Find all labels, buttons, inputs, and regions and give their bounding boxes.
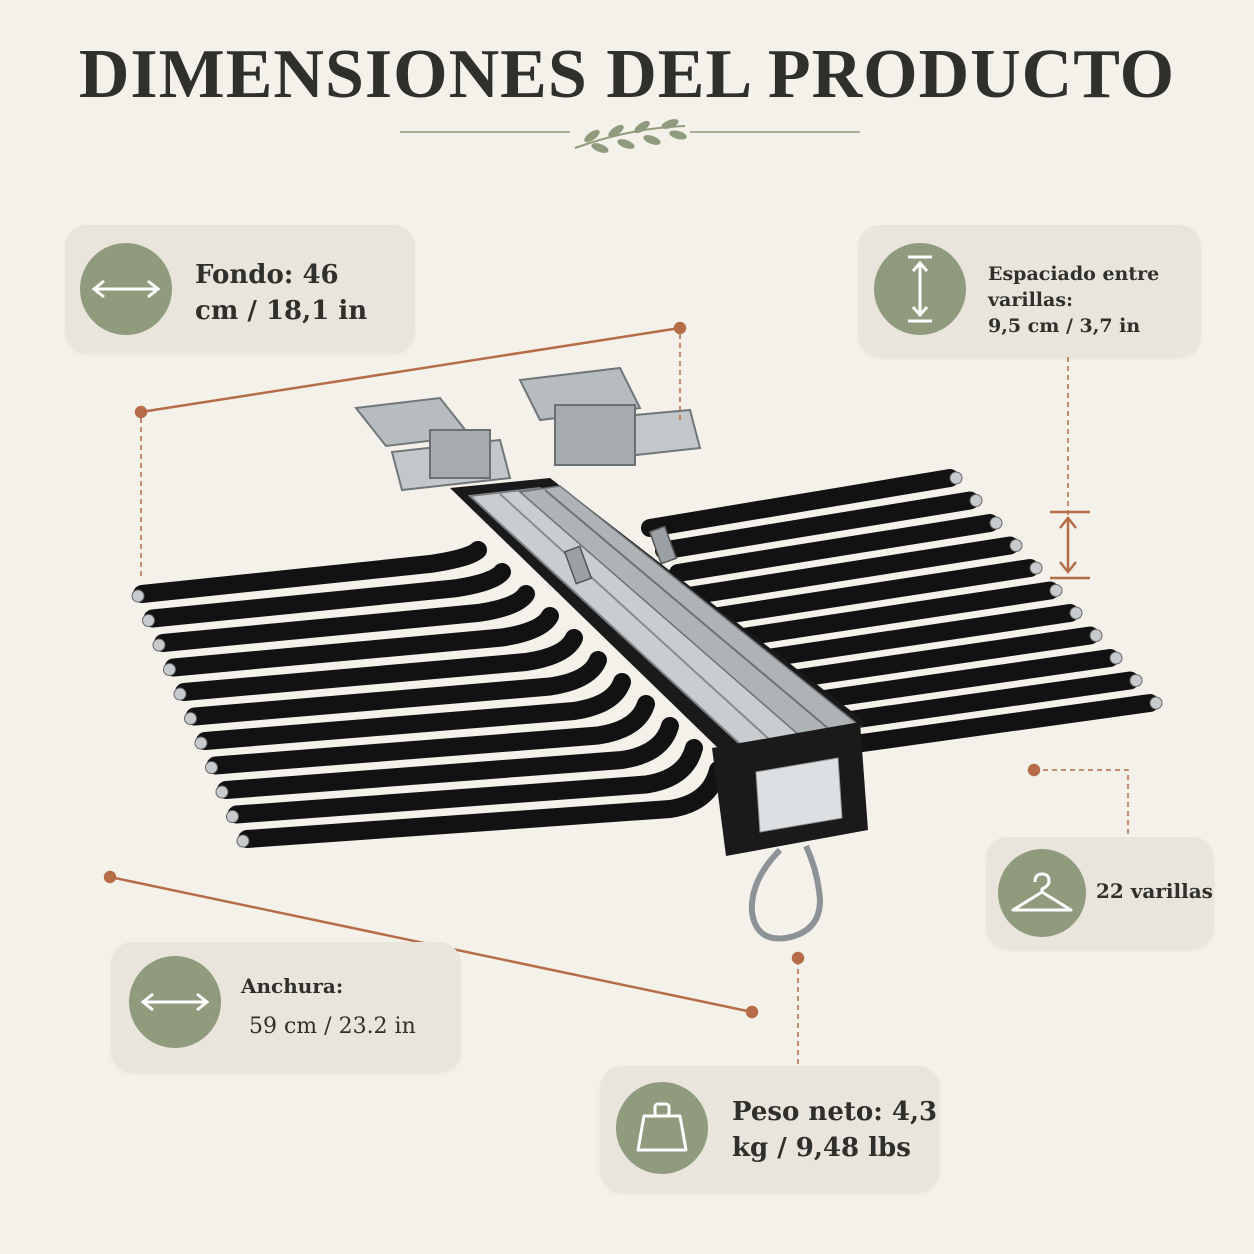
right-rod bbox=[683, 536, 1019, 605]
right-rod-cap bbox=[1149, 696, 1163, 710]
left-rod bbox=[196, 673, 631, 750]
depth-line1: Fondo: 46 bbox=[195, 260, 339, 290]
page-title: DIMENSIONES DEL PRODUCTO bbox=[78, 36, 1176, 113]
right-rods bbox=[641, 469, 1163, 762]
right-rod-cap bbox=[969, 494, 983, 507]
left-rod-cap bbox=[236, 834, 250, 848]
left-rods bbox=[131, 541, 727, 848]
right-rod-cap bbox=[1009, 539, 1023, 552]
left-rod bbox=[217, 717, 679, 799]
left-rod-cap bbox=[142, 614, 155, 627]
right-rod bbox=[697, 559, 1039, 627]
weight-icon-circle bbox=[616, 1082, 708, 1174]
hanger-icon bbox=[1011, 872, 1073, 912]
left-rod bbox=[143, 563, 511, 628]
right-rod bbox=[669, 514, 999, 582]
left-rod bbox=[206, 695, 655, 775]
main-rail bbox=[450, 478, 868, 750]
horizontal-arrow-icon bbox=[91, 279, 161, 299]
leaf-divider-ornament bbox=[400, 119, 860, 153]
width-line1: Anchura: bbox=[241, 974, 344, 998]
left-rod bbox=[154, 585, 535, 652]
vertical-arrow-icon bbox=[908, 255, 932, 323]
weight-line1: Peso neto: 4,3 bbox=[732, 1097, 938, 1127]
spacing-icon-circle bbox=[874, 243, 966, 335]
left-rod-cap bbox=[173, 687, 187, 701]
right-rod-cap bbox=[1089, 629, 1103, 642]
weight-card: Peso neto: 4,3 kg / 9,48 lbs bbox=[600, 1066, 940, 1192]
end-cap bbox=[712, 722, 868, 942]
right-rod-cap bbox=[1029, 561, 1043, 575]
rods-icon-circle bbox=[998, 849, 1086, 937]
left-rod-cap bbox=[184, 712, 197, 725]
left-rod-cap bbox=[194, 736, 208, 750]
width-card: Anchura: 59 cm / 23.2 in bbox=[111, 942, 461, 1072]
spacing-line2: 9,5 cm / 3,7 in bbox=[988, 315, 1141, 337]
left-rod-cap bbox=[205, 761, 218, 774]
right-rod bbox=[753, 649, 1119, 717]
depth-card: Fondo: 46 cm / 18,1 in bbox=[65, 225, 415, 353]
left-rod bbox=[133, 541, 487, 603]
left-rod bbox=[238, 761, 727, 848]
left-rod bbox=[227, 739, 703, 824]
right-rod-cap bbox=[1129, 674, 1143, 687]
right-rod bbox=[711, 581, 1059, 650]
right-rod bbox=[767, 671, 1139, 740]
left-rod bbox=[164, 607, 559, 677]
width-line2: 59 cm / 23.2 in bbox=[249, 1014, 416, 1039]
depth-icon-circle bbox=[80, 243, 172, 335]
right-rod-cap bbox=[989, 516, 1003, 530]
right-rod bbox=[725, 604, 1079, 672]
right-rod-cap bbox=[1109, 651, 1123, 665]
right-rod bbox=[739, 626, 1099, 695]
horizontal-arrow-icon bbox=[140, 992, 210, 1012]
right-rod bbox=[641, 469, 959, 537]
left-rod-cap bbox=[226, 810, 239, 823]
left-rod bbox=[175, 629, 583, 701]
spacing-line1: Espaciado entre varillas: bbox=[988, 263, 1160, 311]
right-rod bbox=[781, 694, 1159, 762]
right-rod-cap bbox=[949, 471, 963, 485]
left-rod-cap bbox=[215, 785, 229, 799]
left-rod bbox=[185, 651, 607, 726]
spacing-card: Espaciado entre varillas: 9,5 cm / 3,7 i… bbox=[858, 225, 1201, 357]
right-rod-cap bbox=[1069, 606, 1083, 620]
mounting-brackets bbox=[354, 366, 702, 492]
right-rod bbox=[655, 491, 979, 560]
depth-line2: cm / 18,1 in bbox=[195, 296, 368, 326]
left-rod-cap bbox=[131, 589, 145, 603]
left-rod-cap bbox=[163, 663, 176, 676]
weight-line2: kg / 9,48 lbs bbox=[732, 1133, 911, 1163]
weight-icon bbox=[636, 1102, 688, 1152]
rods-text: 22 varillas bbox=[1096, 879, 1213, 903]
left-rod-cap bbox=[152, 638, 166, 652]
width-icon-circle bbox=[129, 956, 221, 1048]
rods-card: 22 varillas bbox=[986, 837, 1214, 949]
right-rod-cap bbox=[1049, 584, 1063, 597]
